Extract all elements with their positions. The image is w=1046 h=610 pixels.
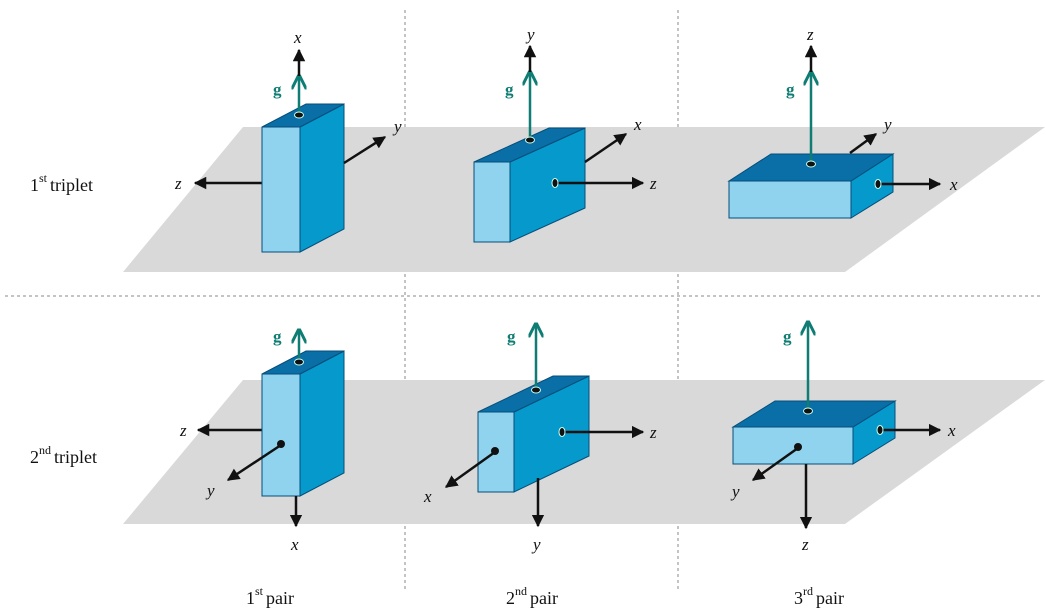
box-front-face [261, 126, 301, 253]
cell-r2c1: z y x g [179, 327, 345, 554]
gravity-label: g [273, 80, 282, 99]
x-axis-label: x [293, 28, 302, 47]
z-axis-label: z [806, 25, 814, 44]
x-axis-arrow [444, 450, 496, 489]
y-axis-label: y [392, 117, 402, 136]
sensor-dot [525, 136, 535, 144]
box-side-face [299, 350, 345, 497]
x-sensor-dot [876, 425, 884, 435]
sensor-dot [806, 160, 816, 168]
x-axis-label: x [949, 175, 958, 194]
z-axis-label: z [174, 174, 182, 193]
y-axis-label: y [730, 482, 740, 501]
x-axis-label: x [947, 421, 956, 440]
gravity-label: g [273, 327, 282, 346]
y-axis-arrow [849, 132, 878, 155]
cell-r2c3: x y z g [730, 322, 956, 554]
x-axis-label: x [633, 115, 642, 134]
y-axis-label: y [882, 115, 892, 134]
z-sensor-dot [551, 178, 559, 188]
sensor-dot [803, 407, 813, 415]
z-sensor-dot [558, 427, 566, 437]
grid-dividers [5, 10, 1040, 590]
x-axis-label: x [423, 487, 432, 506]
y-axis-label: y [205, 481, 215, 500]
z-axis-label: z [649, 174, 657, 193]
y-axis-arrow [343, 135, 387, 165]
y-axis-arrow [226, 443, 282, 482]
y-sensor-dot [277, 440, 285, 448]
y-axis-label: y [525, 25, 535, 44]
sensor-dot [294, 111, 304, 119]
y-axis-label: y [531, 535, 541, 554]
box-top-face [731, 400, 897, 428]
cell-r2c2: z x y g [423, 324, 657, 554]
x-axis-arrow [584, 132, 628, 164]
y-axis-arrow [751, 446, 799, 482]
box-front-face [473, 161, 511, 243]
box-top-face [473, 127, 586, 163]
x-sensor-dot [491, 447, 499, 455]
x-axis-label: x [290, 535, 299, 554]
box-side-face [299, 103, 345, 253]
sensor-dot [531, 386, 541, 394]
cell-r1c2: x z y g [473, 25, 657, 243]
box-front-face [728, 180, 852, 219]
x-sensor-dot [874, 179, 882, 189]
cell-r1c1: z y x g [174, 28, 402, 253]
gravity-label: g [505, 80, 514, 99]
sensor-dot [294, 358, 304, 366]
z-axis-label: z [801, 535, 809, 554]
z-axis-label: z [179, 421, 187, 440]
box-front-face [732, 426, 854, 465]
gravity-label: g [786, 80, 795, 99]
gravity-label: g [783, 327, 792, 346]
z-axis-label: z [649, 423, 657, 442]
y-sensor-dot [794, 443, 802, 451]
gravity-label: g [507, 327, 516, 346]
cell-r1c3: y x z g [727, 25, 958, 219]
box-front-face [261, 373, 301, 497]
box-top-face [477, 375, 590, 413]
